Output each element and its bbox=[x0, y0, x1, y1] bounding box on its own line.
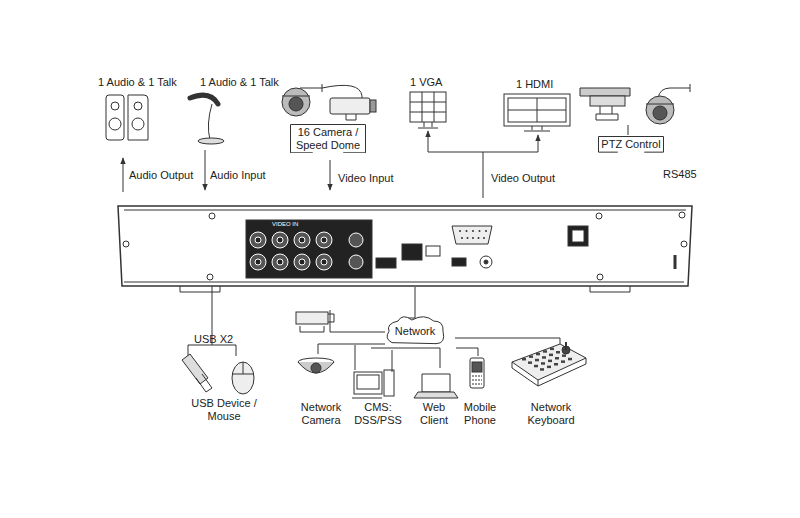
node-label: Network bbox=[388, 325, 442, 338]
label: 1 HDMI bbox=[516, 78, 566, 91]
label: Mobile Phone bbox=[460, 401, 500, 426]
label: Network Camera bbox=[296, 401, 346, 426]
label: CMS: DSS/PSS bbox=[350, 401, 406, 426]
label: Web Client bbox=[414, 401, 454, 426]
label: RS485 bbox=[663, 168, 723, 181]
label: USB X2 bbox=[194, 333, 254, 346]
label: 1 Audio & 1 Talk bbox=[98, 76, 188, 89]
node-label: 16 Camera / Speed Dome bbox=[293, 126, 363, 151]
label: VGA bbox=[462, 245, 492, 252]
label: VIDEO IN bbox=[272, 221, 322, 228]
label: Video Input bbox=[336, 172, 395, 185]
device-group-box: 16 Camera / Speed Dome bbox=[290, 124, 366, 153]
label: 1 Audio & 1 Talk bbox=[200, 76, 290, 89]
label: Audio Input bbox=[210, 169, 290, 182]
label: Video Output bbox=[489, 172, 557, 185]
label: Network Keyboard bbox=[521, 401, 581, 426]
network-cloud: Network bbox=[384, 316, 446, 347]
node-label: PTZ Control bbox=[601, 138, 661, 151]
label: Audio Output bbox=[129, 169, 209, 182]
device-group-box: PTZ Control bbox=[598, 136, 664, 153]
label: USB Device / Mouse bbox=[188, 397, 260, 422]
label: 1 VGA bbox=[410, 76, 460, 89]
